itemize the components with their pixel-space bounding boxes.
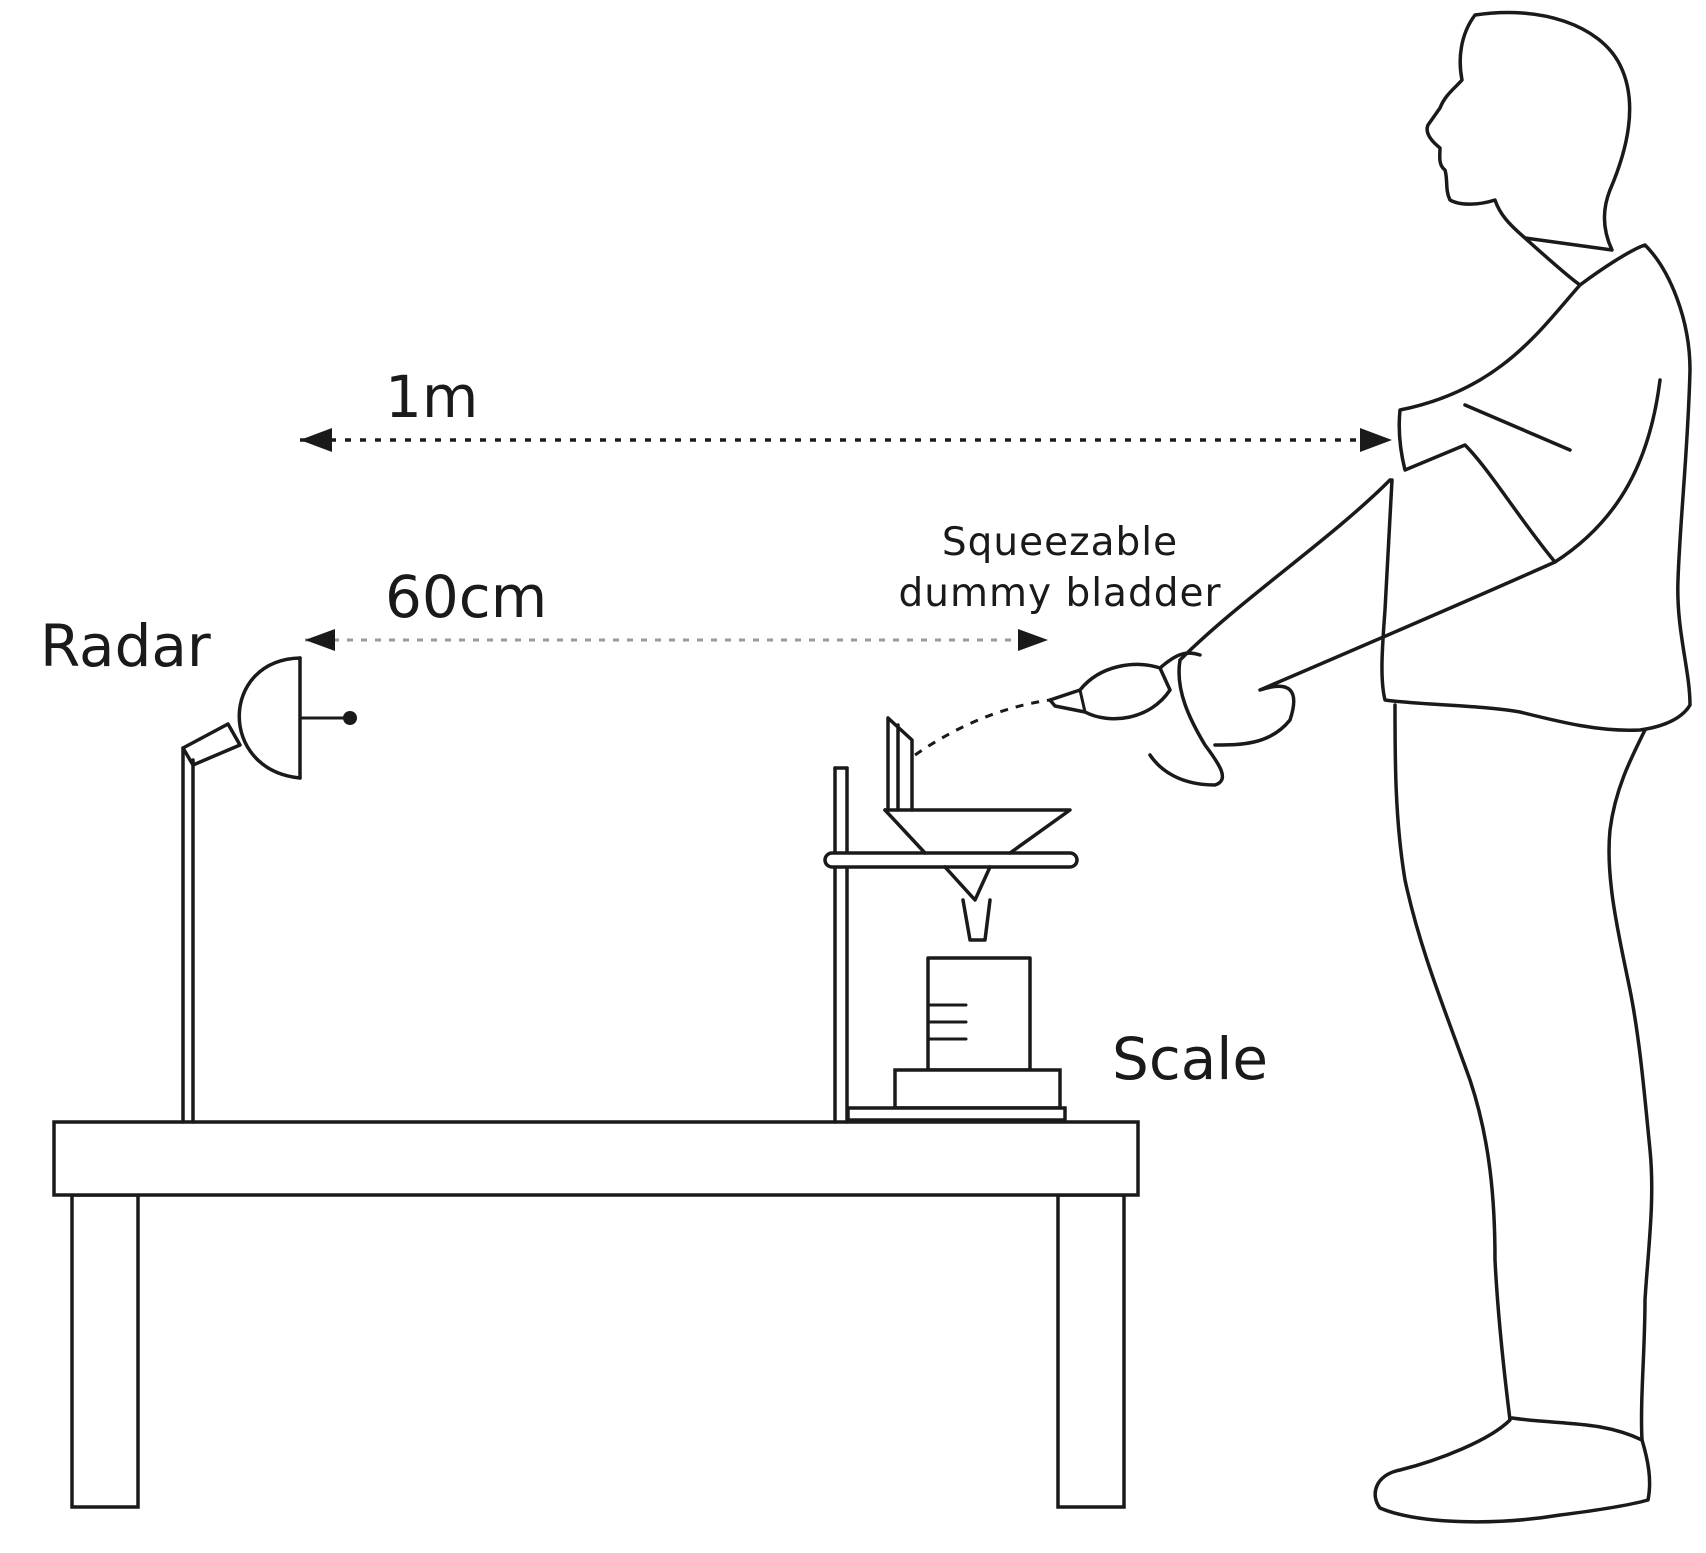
distance-1m-arrow	[300, 428, 1392, 452]
arrowhead-right	[1360, 428, 1392, 452]
person-figure	[1148, 10, 1692, 1524]
dummy-bladder	[1048, 662, 1172, 721]
scale-label: Scale	[1112, 1025, 1269, 1093]
bladder-label-line1: Squeezable	[941, 520, 1179, 565]
person-head	[1425, 10, 1632, 252]
radar-device	[181, 656, 357, 1124]
distance-60cm-label: 60cm	[385, 563, 548, 631]
person-arm	[1148, 478, 1392, 787]
funnel-cone	[883, 808, 1072, 855]
arrowhead-left	[300, 428, 332, 452]
funnel-neck	[943, 865, 992, 902]
arrowhead-left	[305, 629, 335, 651]
distance-60cm-arrow	[305, 629, 1048, 651]
table-leg-right	[1056, 1193, 1126, 1509]
scale-body	[893, 1068, 1062, 1110]
radar-dish	[237, 656, 302, 780]
scale-base	[846, 1106, 1067, 1122]
fluid-stream	[914, 698, 1051, 757]
distance-1m-label: 1m	[385, 363, 479, 431]
table-leg-left	[70, 1193, 140, 1509]
arm-band	[1463, 403, 1572, 452]
person-shoe	[1510, 1416, 1644, 1442]
table-top	[52, 1120, 1140, 1197]
bladder-label: Squeezable dummy bladder	[880, 518, 1240, 619]
person-torso	[1380, 236, 1692, 733]
arrowhead-right	[1018, 629, 1048, 651]
splash-guard	[886, 716, 914, 812]
radar-label: Radar	[40, 612, 211, 680]
person-legs	[1373, 703, 1654, 1524]
stand-ring	[823, 851, 1079, 869]
table	[52, 1120, 1140, 1509]
funnel-stand	[823, 716, 1079, 1124]
beaker	[926, 956, 1032, 1072]
bladder-label-line2: dummy bladder	[898, 570, 1222, 616]
scale-device	[846, 1068, 1067, 1122]
radar-mount	[181, 722, 242, 767]
